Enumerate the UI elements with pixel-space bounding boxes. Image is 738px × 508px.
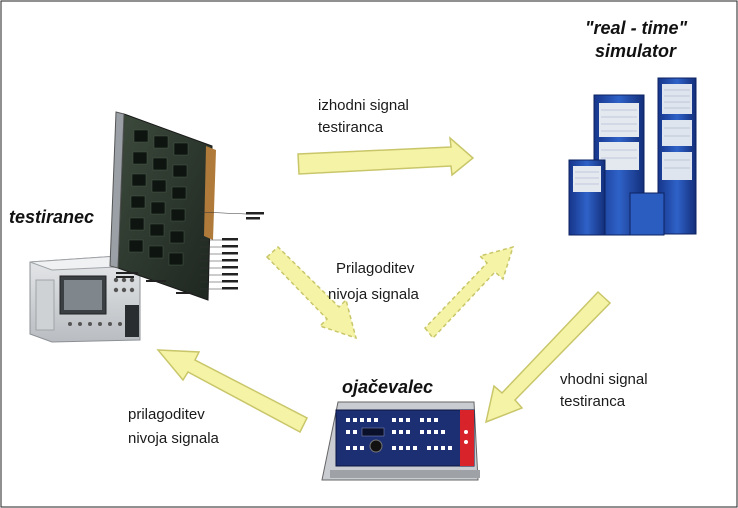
arrow-level-adaptation-dashed-left [265, 245, 358, 340]
top-label-line1: izhodni signal [318, 97, 409, 114]
test-instrument-image [29, 255, 141, 343]
right-label-line2: testiranca [560, 393, 626, 410]
left-label-line2: nivoja signala [128, 430, 219, 447]
arrow-input-signal [484, 290, 612, 424]
arrow-level-adaptation-dashed-right [424, 245, 515, 340]
simulator-rack-image [568, 77, 697, 236]
simulator-title-line2: simulator [595, 41, 677, 61]
middle-label-line1: Prilagoditev [336, 260, 415, 277]
right-label-line1: vhodni signal [560, 371, 648, 388]
middle-label-line2: nivoja signala [328, 286, 419, 303]
simulator-title-line1: "real - time" [585, 18, 688, 38]
amplifier-title: ojačevalec [342, 377, 434, 397]
left-label-line1: prilagoditev [128, 406, 205, 423]
dut-title: testiranec [9, 207, 95, 227]
arrow-output-signal [297, 136, 475, 177]
top-label-line2: testiranca [318, 119, 384, 136]
amplifier-image [321, 401, 480, 481]
arrow-level-adaptation-left [156, 349, 309, 434]
circuit-board-image [109, 111, 264, 301]
